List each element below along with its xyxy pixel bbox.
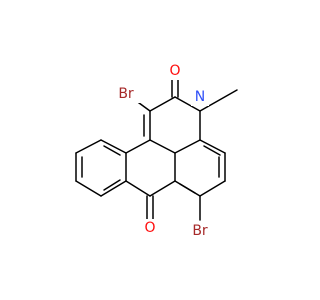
atom-label-o-top: O: [169, 63, 180, 79]
atom-label-n: N: [195, 89, 205, 105]
bond: [149, 139, 176, 154]
bond: [149, 96, 176, 112]
bond: [125, 180, 151, 197]
bond-double-inner: [179, 183, 196, 194]
atom-label-o-bottom: O: [144, 220, 155, 236]
bond-double-inner: [103, 179, 121, 191]
bond: [75, 139, 102, 154]
bond: [125, 139, 151, 154]
bond: [199, 180, 226, 197]
bond: [100, 139, 127, 154]
bond: [149, 180, 176, 197]
bond: [174, 139, 201, 154]
atom-label-br-bottom: Br: [192, 223, 208, 239]
atom-label-layer: O Br N O Br: [115, 62, 214, 240]
atom-label-br-top: Br: [118, 86, 134, 102]
bond: [100, 180, 127, 197]
bond: [199, 89, 238, 112]
molecule-structure-diagram: O Br N O Br: [75, 62, 238, 240]
bond-layer: [75, 77, 238, 221]
bond-double-inner: [203, 145, 221, 156]
bond: [199, 139, 226, 154]
bond: [75, 180, 102, 197]
bond-double-inner: [103, 145, 121, 156]
bond: [174, 96, 201, 112]
